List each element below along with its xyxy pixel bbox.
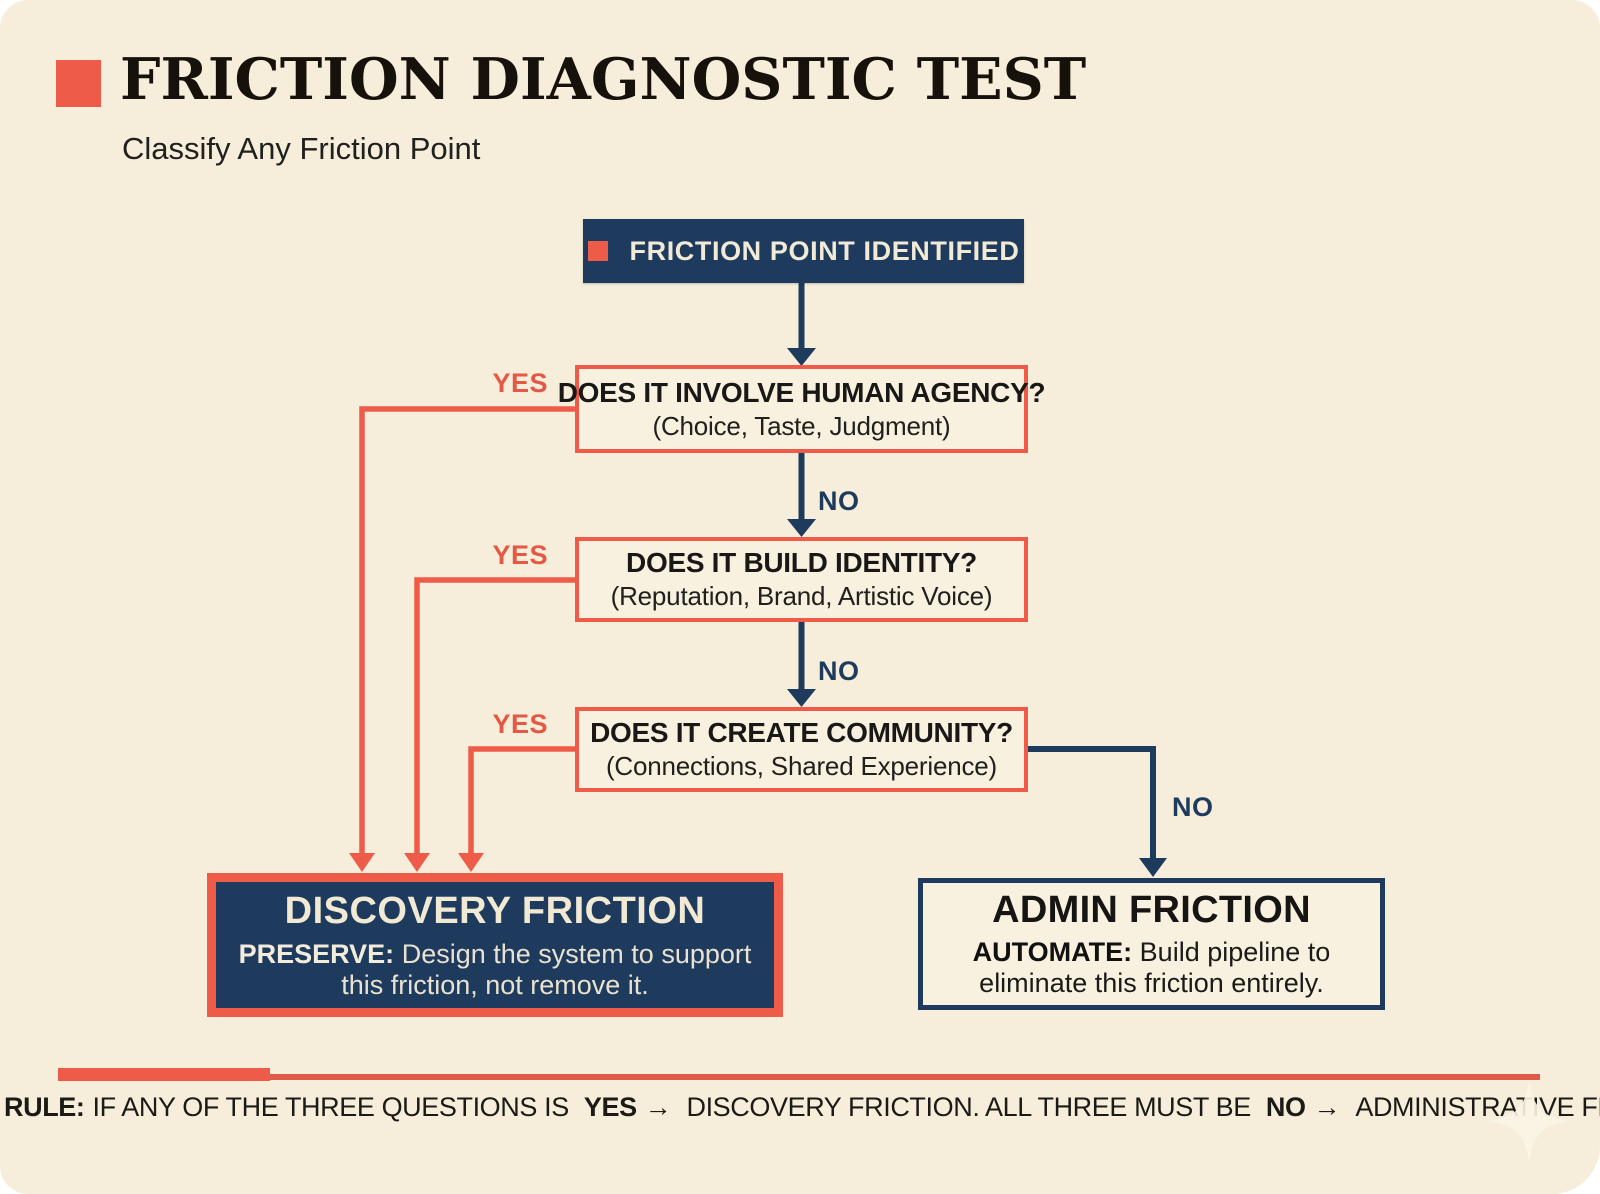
outcome-node-admin-friction: ADMIN FRICTION AUTOMATE: Build pipeline … (918, 878, 1385, 1010)
question-node-human-agency: DOES IT INVOLVE HUMAN AGENCY? (Choice, T… (558, 365, 1046, 453)
page-title: FRICTION DIAGNOSTIC TEST (120, 46, 1087, 113)
no-label-q3: NO (1172, 792, 1214, 822)
discovery-inner-panel: DISCOVERY FRICTION PRESERVE: Design the … (216, 882, 774, 1008)
footer-divider-thin-segment (270, 1074, 1540, 1080)
admin-action-text: Build pipeline to eliminate this frictio… (979, 937, 1331, 998)
footer-divider-thick-segment (58, 1068, 270, 1081)
rule-part2: DISCOVERY FRICTION. ALL THREE MUST BE (686, 1092, 1251, 1122)
connector-q3-no-to-admin (1028, 746, 1167, 877)
rule-arrow1: → (644, 1092, 672, 1122)
rule-arrow2: → (1313, 1092, 1341, 1122)
rule-label: RULE: (4, 1092, 85, 1122)
question-node-community: DOES IT CREATE COMMUNITY? (Connections, … (575, 707, 1028, 792)
connector-q2-no-to-q3 (787, 622, 816, 707)
sparkle-icon (1488, 1080, 1570, 1162)
question-hint: (Connections, Shared Experience) (605, 751, 998, 781)
page-subtitle: Classify Any Friction Point (122, 131, 481, 166)
rule-no: NO (1265, 1092, 1306, 1122)
rule-part3: ADMINISTRATIVE FRICTION. (1355, 1092, 1600, 1122)
yes-label-q1: YES (492, 368, 548, 398)
yes-label-q3: YES (492, 709, 548, 739)
connector-q1-yes-to-discovery (349, 406, 575, 872)
question-text: DOES IT CREATE COMMUNITY? (590, 717, 1013, 748)
no-label-q1: NO (818, 486, 860, 516)
question-node-identity: DOES IT BUILD IDENTITY? (Reputation, Bra… (575, 537, 1028, 622)
question-text: DOES IT BUILD IDENTITY? (626, 547, 977, 578)
discovery-action-text: Design the system to support this fricti… (341, 938, 752, 1000)
footer-rule-text: RULE:IF ANY OF THE THREE QUESTIONS IS YE… (0, 1092, 1600, 1123)
connector-start-to-q1 (787, 283, 816, 366)
title-accent-square-icon (56, 60, 101, 107)
discovery-action-verb: PRESERVE: (238, 938, 395, 969)
admin-action-verb: AUTOMATE: (972, 937, 1133, 967)
rule-yes: YES (583, 1092, 637, 1122)
admin-title: ADMIN FRICTION (992, 889, 1311, 931)
question-text: DOES IT INVOLVE HUMAN AGENCY? (557, 376, 1046, 408)
start-node-label: FRICTION POINT IDENTIFIED (629, 235, 1020, 266)
discovery-description: PRESERVE: Design the system to support t… (235, 939, 755, 1001)
outcome-node-discovery-friction: DISCOVERY FRICTION PRESERVE: Design the … (207, 873, 783, 1017)
no-label-q2: NO (818, 656, 860, 686)
question-hint: (Reputation, Brand, Artistic Voice) (610, 581, 993, 611)
admin-description: AUTOMATE: Build pipeline to eliminate th… (932, 937, 1372, 999)
discovery-title: DISCOVERY FRICTION (284, 889, 706, 932)
connector-q2-yes-to-discovery (404, 577, 575, 872)
connector-q1-no-to-q2 (787, 453, 816, 537)
yes-label-q2: YES (492, 540, 548, 570)
question-hint: (Choice, Taste, Judgment) (652, 410, 951, 441)
start-node: FRICTION POINT IDENTIFIED (583, 219, 1024, 283)
rule-part1: IF ANY OF THE THREE QUESTIONS IS (92, 1092, 570, 1122)
connector-q3-yes-to-discovery (458, 746, 575, 872)
start-accent-square-icon (587, 241, 608, 261)
